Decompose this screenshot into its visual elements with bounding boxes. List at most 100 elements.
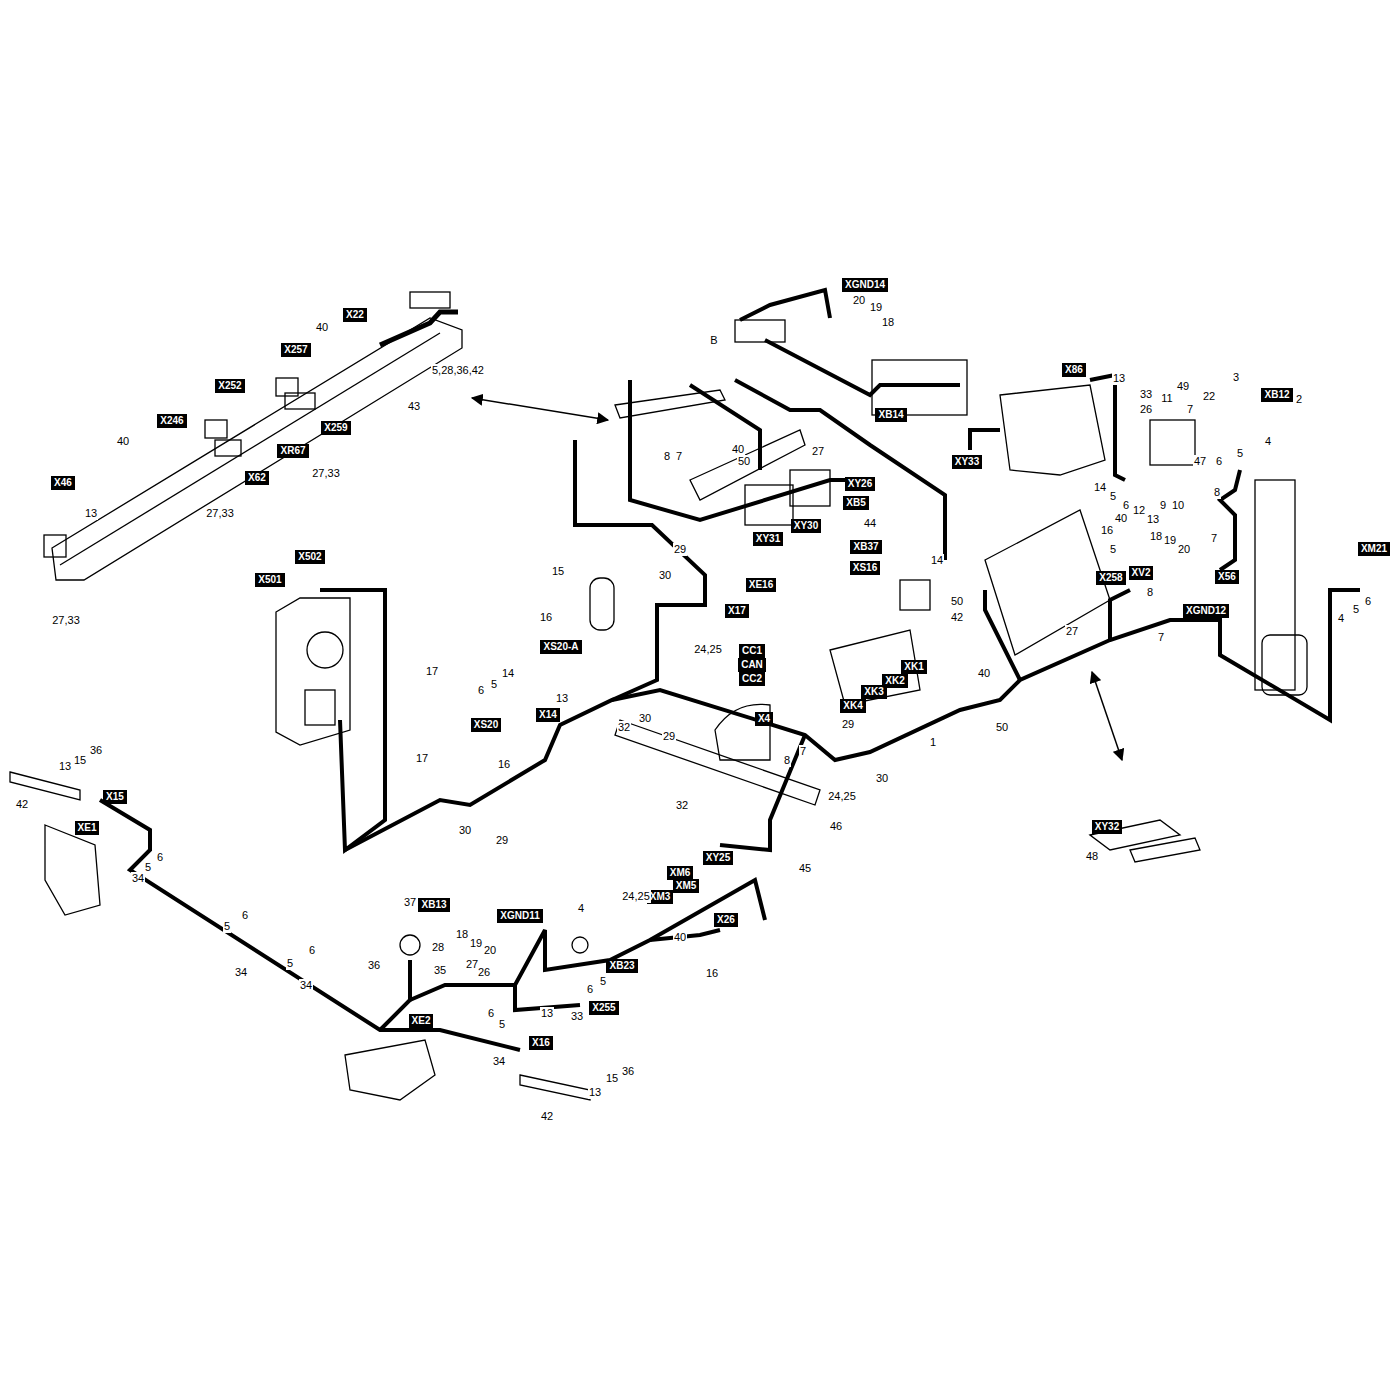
connector-name: XS20 (474, 719, 498, 730)
callout-number: 16 (539, 611, 553, 624)
connector-tag: X14 (536, 708, 560, 722)
callout-number: 14 (930, 554, 944, 567)
panel-hole (307, 632, 343, 668)
connector-name: X502 (298, 551, 321, 562)
connector-tag: XB14 (875, 408, 906, 422)
connector-name: X14 (539, 709, 557, 720)
callout-number: 34 (299, 979, 313, 992)
bracket (10, 772, 80, 800)
callout-number: 7 (1210, 532, 1218, 545)
wire (735, 380, 945, 560)
connector-tag: XGND11 (497, 909, 542, 923)
callout-number: 33 (570, 1010, 584, 1023)
connector-name: XM6 (670, 867, 691, 878)
wire (380, 960, 410, 1030)
connector-tag: CAN (738, 658, 766, 672)
lamp (45, 825, 100, 915)
callout-number: 7 (799, 745, 807, 758)
terminal-strip (735, 320, 785, 342)
hose (380, 312, 458, 345)
wire (575, 440, 705, 700)
callout-number: 34 (131, 872, 145, 885)
callout-number: 8 (663, 450, 671, 463)
connector-tag: XY31 (753, 532, 783, 546)
callout-number: 5 (599, 975, 607, 988)
callout-number: 3 (1232, 371, 1240, 384)
connector-tag: XGND14 (842, 278, 888, 292)
callout-number: 5 (1236, 447, 1244, 460)
callout-number: 19 (1163, 534, 1177, 547)
connector-name: XB23 (609, 960, 634, 971)
connector-name: XY33 (955, 456, 979, 467)
callout-number: 44 (863, 517, 877, 530)
callout-number: 40 (673, 931, 687, 944)
connector-tag: X502 (295, 550, 324, 564)
connector-tag: XK4 (840, 699, 865, 713)
connector-tag: XY25 (703, 851, 733, 865)
actuator (1255, 480, 1295, 690)
connector-tag: XS16 (850, 561, 880, 575)
wire (1110, 590, 1130, 640)
callout-number: 1 (929, 736, 937, 749)
relay (900, 580, 930, 610)
connector-tag: X46 (51, 476, 75, 490)
connector-name: X17 (728, 605, 746, 616)
callout-number: 50 (737, 455, 751, 468)
connector-tag: X501 (255, 573, 284, 587)
callout-number: 24,25 (693, 643, 723, 656)
valve (410, 292, 450, 308)
connector-name: XV2 (1132, 567, 1151, 578)
callout-number: 27 (1065, 625, 1079, 638)
connector-name: XS20-A (543, 641, 578, 652)
grommet (572, 937, 588, 953)
connector-name: XM21 (1361, 543, 1387, 554)
callout-number: 29 (495, 834, 509, 847)
callout-number: 8 (783, 754, 791, 767)
callout-number: 26 (1139, 403, 1153, 416)
callout-number: 27,33 (51, 614, 81, 627)
connector-name: X252 (218, 380, 241, 391)
callout-number: 10 (1171, 499, 1185, 512)
wire (720, 735, 805, 850)
connector-name: X257 (284, 344, 307, 355)
double-arrow (1092, 672, 1122, 760)
wire (1090, 375, 1125, 480)
connector-name: XB14 (878, 409, 903, 420)
callout-number: 7 (1157, 631, 1165, 644)
arrows (472, 398, 1122, 760)
callout-number: 35 (433, 964, 447, 977)
callout-number: 7 (675, 450, 683, 463)
callout-number: 5 (490, 678, 498, 691)
wire (630, 380, 870, 520)
connector-tag: X252 (215, 379, 244, 393)
connector-name: XK2 (885, 675, 904, 686)
callout-number: 11 (1160, 392, 1173, 405)
connector-tag: X4 (755, 712, 773, 726)
connector-name: XB5 (846, 497, 865, 508)
connector-name: CC1 (742, 645, 762, 656)
callout-number: 27,33 (311, 467, 341, 480)
connector-tag: X86 (1062, 363, 1086, 377)
bracket (615, 720, 820, 805)
filter (590, 578, 614, 630)
callout-number: 18 (881, 316, 895, 329)
wire (765, 340, 960, 395)
callout-number: 5 (144, 861, 152, 874)
connector-tag: XB13 (418, 898, 449, 912)
callout-number: 46 (829, 820, 843, 833)
connector-name: XE1 (78, 822, 97, 833)
callout-number: 32 (675, 799, 689, 812)
wire (970, 430, 1000, 450)
connector-name: X22 (346, 309, 364, 320)
beam-edge (60, 333, 440, 565)
connector-tag: CC2 (739, 672, 765, 686)
connector-tag: XV2 (1129, 566, 1154, 580)
callout-number: 7 (1186, 403, 1194, 416)
callout-number: 16 (1100, 524, 1114, 537)
wire (410, 880, 765, 1000)
connector-tag: X22 (343, 308, 367, 322)
connector-name: XY30 (794, 520, 818, 531)
callout-number: 13 (1112, 372, 1126, 385)
connector-tag: XB12 (1261, 388, 1292, 402)
